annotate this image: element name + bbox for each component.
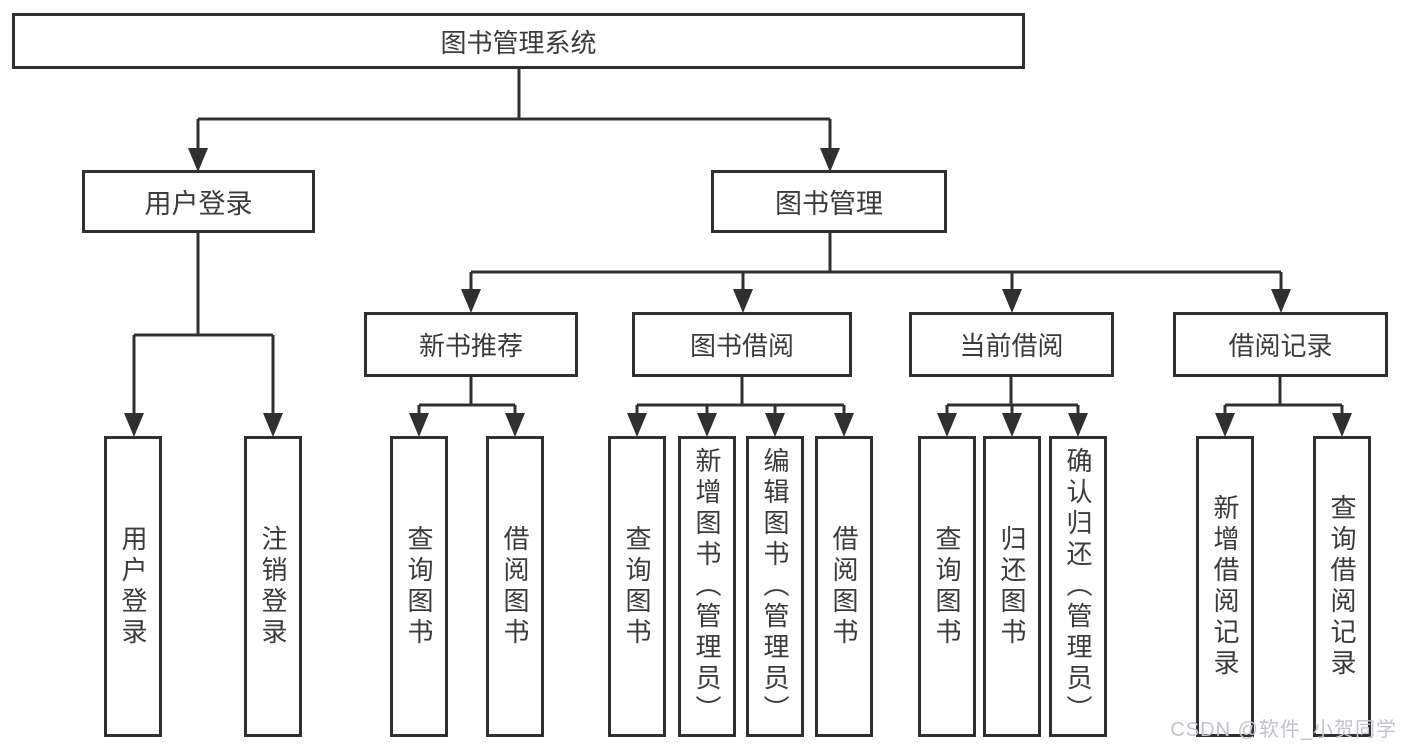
- node-root: 图书管理系统: [12, 13, 1025, 69]
- arrowhead-icons: [124, 148, 1352, 437]
- node-user-login: 用户登录: [82, 170, 315, 233]
- leaf-borrow-query-books: 查询图书: [608, 436, 666, 737]
- leaf-records-add-record: 新增借阅记录: [1196, 436, 1254, 737]
- node-new-book-recommend: 新书推荐: [364, 312, 578, 377]
- connector-path: [132, 69, 1344, 415]
- leaf-user-login: 用户登录: [104, 436, 162, 737]
- leaf-current-return-books: 归还图书: [983, 436, 1041, 737]
- csdn-watermark: CSDN @软件_小贺同学: [1170, 719, 1397, 741]
- leaf-current-query-books: 查询图书: [918, 436, 976, 737]
- leaf-current-confirm-return-admin: 确认归还（管理员）: [1049, 436, 1107, 737]
- leaf-recommend-query-books: 查询图书: [390, 436, 448, 737]
- node-book-management: 图书管理: [711, 170, 947, 233]
- leaf-borrow-edit-books-admin: 编辑图书（管理员）: [746, 436, 804, 737]
- node-book-borrow: 图书借阅: [632, 312, 852, 377]
- leaf-borrow-add-books-admin: 新增图书（管理员）: [678, 436, 736, 737]
- leaf-borrow-borrow-books: 借阅图书: [815, 436, 873, 737]
- leaf-recommend-borrow-books: 借阅图书: [486, 436, 544, 737]
- leaf-logout: 注销登录: [244, 436, 302, 737]
- node-current-borrow: 当前借阅: [909, 312, 1114, 377]
- node-borrow-records: 借阅记录: [1173, 312, 1388, 377]
- leaf-records-query-record: 查询借阅记录: [1313, 436, 1371, 737]
